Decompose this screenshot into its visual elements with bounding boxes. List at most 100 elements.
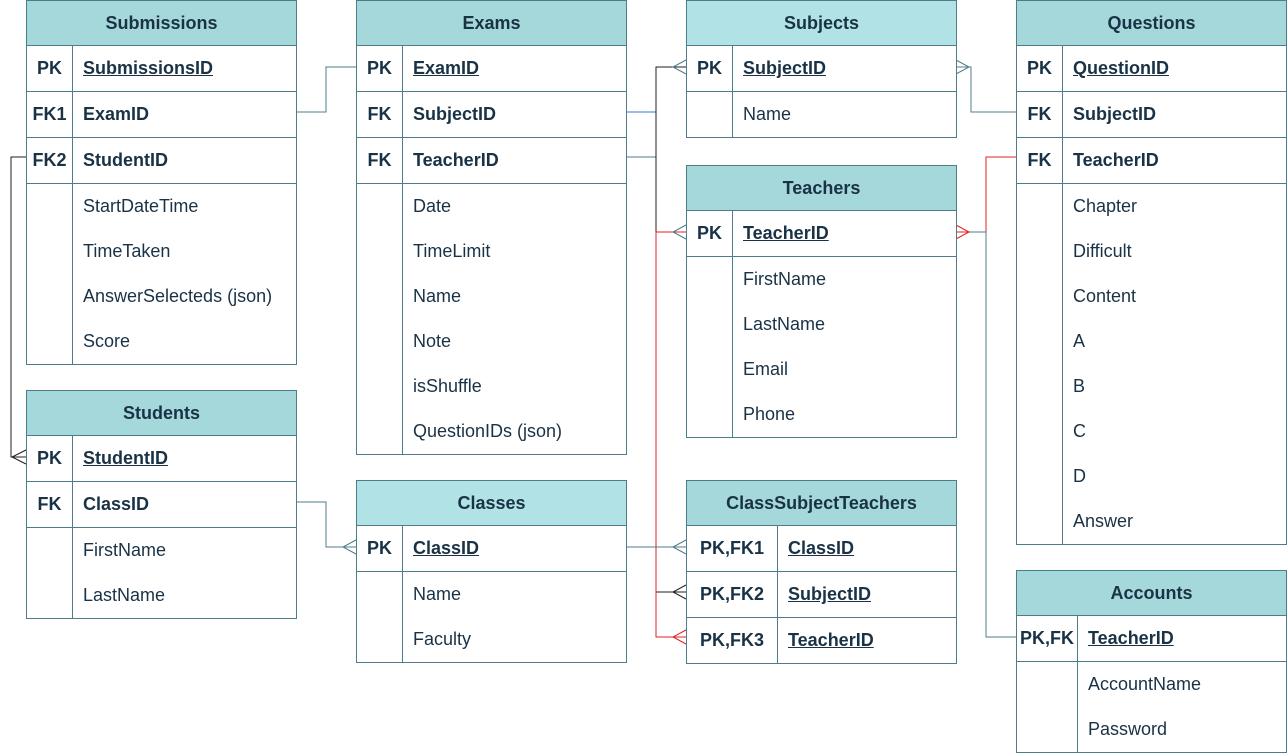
field-name: isShuffle (413, 376, 482, 396)
key-marker: FK2 (27, 138, 73, 183)
field-row[interactable]: Password (1017, 707, 1286, 752)
key-marker (1017, 229, 1063, 274)
entity-title: Submissions (27, 1, 296, 46)
field-name: Difficult (1073, 241, 1132, 261)
field-row[interactable]: LastName (687, 302, 956, 347)
field-row[interactable]: Email (687, 347, 956, 392)
field-row[interactable]: FK TeacherID (357, 137, 626, 183)
field-row[interactable]: AccountName (1017, 661, 1286, 707)
key-marker: PK (687, 211, 733, 256)
crowfoot-teachers-teacherid (671, 224, 687, 240)
field-row[interactable]: QuestionIDs (json) (357, 409, 626, 454)
field-row[interactable]: LastName (27, 573, 296, 618)
key-marker (1017, 319, 1063, 364)
entity-title: Questions (1017, 1, 1286, 46)
key-marker: PK (357, 46, 403, 91)
field-row[interactable]: A (1017, 319, 1286, 364)
field-row[interactable]: Name (357, 274, 626, 319)
field-row[interactable]: isShuffle (357, 364, 626, 409)
field-name: SubjectID (788, 584, 872, 604)
key-marker: FK (1017, 138, 1063, 183)
key-marker: FK1 (27, 92, 73, 137)
field-name: TeacherID (413, 150, 499, 170)
field-name: Chapter (1073, 196, 1138, 216)
entity-title: Classes (357, 481, 626, 526)
field-name: Email (743, 359, 789, 379)
key-marker (687, 392, 733, 437)
key-marker: PK,FK3 (687, 618, 778, 663)
field-row[interactable]: TimeLimit (357, 229, 626, 274)
crowfoot-cst-subjectid (671, 584, 687, 600)
field-row[interactable]: Note (357, 319, 626, 364)
field-row[interactable]: B (1017, 364, 1286, 409)
field-row[interactable]: Faculty (357, 617, 626, 662)
field-row[interactable]: Name (687, 91, 956, 137)
field-row[interactable]: Chapter (1017, 183, 1286, 229)
field-row[interactable]: FK1 ExamID (27, 91, 296, 137)
field-row[interactable]: Name (357, 571, 626, 617)
key-marker: FK (27, 482, 73, 527)
key-marker (27, 319, 73, 364)
field-name: AnswerSelecteds (json) (83, 286, 273, 306)
field-name: TeacherID (1088, 628, 1174, 648)
field-row[interactable]: Difficult (1017, 229, 1286, 274)
field-name: ClassID (788, 538, 855, 558)
field-row[interactable]: Phone (687, 392, 956, 437)
field-name: Phone (743, 404, 796, 424)
key-marker (27, 184, 73, 229)
field-row[interactable]: FirstName (27, 527, 296, 573)
field-row[interactable]: AnswerSelecteds (json) (27, 274, 296, 319)
key-marker (687, 92, 733, 137)
field-name: SubjectID (743, 58, 827, 78)
key-marker (357, 229, 403, 274)
key-marker: FK (357, 138, 403, 183)
key-marker (27, 274, 73, 319)
key-marker (1017, 662, 1078, 707)
crowfoot-students-studentid (10, 449, 27, 465)
field-name: SubjectID (1073, 104, 1157, 124)
field-row[interactable]: D (1017, 454, 1286, 499)
field-row[interactable]: FirstName (687, 256, 956, 302)
field-row[interactable]: Answer (1017, 499, 1286, 544)
field-name: Date (413, 196, 452, 216)
field-row[interactable]: TimeTaken (27, 229, 296, 274)
connector-teachers-questions (956, 156, 1016, 233)
field-row[interactable]: Content (1017, 274, 1286, 319)
connector-submissions-exams (296, 66, 356, 113)
field-name: LastName (83, 585, 166, 605)
key-marker (357, 364, 403, 409)
field-row[interactable]: C (1017, 409, 1286, 454)
field-row[interactable]: StartDateTime (27, 183, 296, 229)
key-marker (27, 229, 73, 274)
field-name: ExamID (83, 104, 150, 124)
field-name: TimeTaken (83, 241, 171, 261)
field-row[interactable]: Date (357, 183, 626, 229)
field-row[interactable]: Score (27, 319, 296, 364)
field-name: AccountName (1088, 674, 1202, 694)
